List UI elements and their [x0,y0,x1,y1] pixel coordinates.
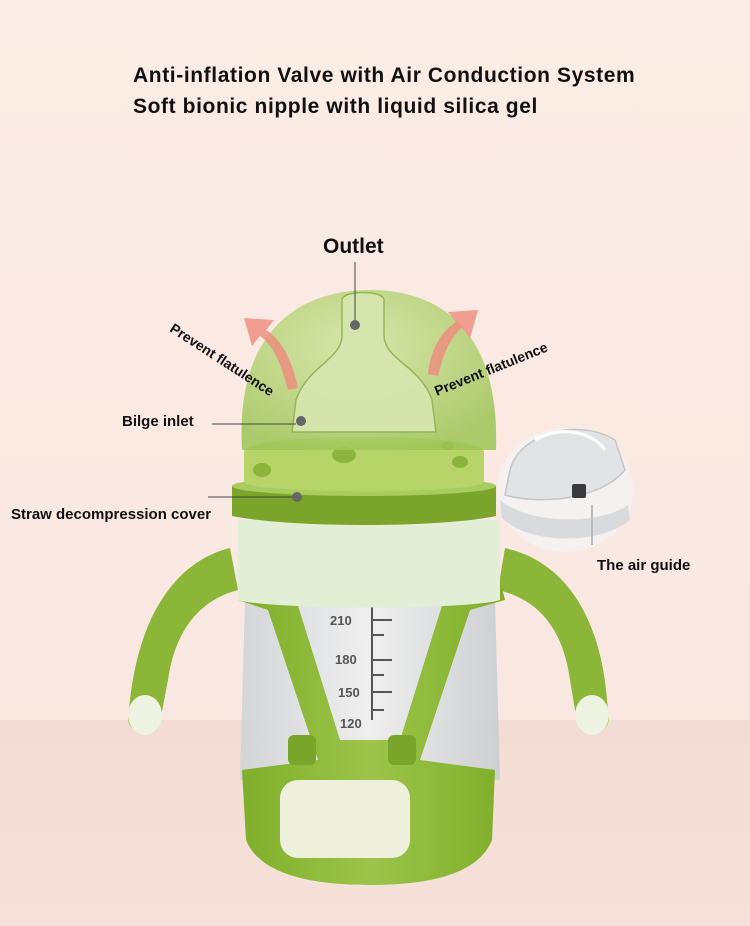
headline-line-1: Anti-inflation Valve with Air Conduction… [133,64,636,87]
straw-dot [292,492,302,502]
headline-line-2: Soft bionic nipple with liquid silica ge… [133,95,538,118]
left-handle [128,548,238,735]
outlet-label: Outlet [323,235,384,258]
bilge-inlet-label: Bilge inlet [122,413,194,430]
nipple-collar [244,437,484,491]
scale-mark: 210 [330,613,352,628]
volume-scale: 210 180 150 120 [330,600,392,731]
scale-mark: 120 [340,716,362,731]
scale-mark: 180 [335,652,357,667]
silicone-sleeve [238,580,505,885]
right-handle [498,548,609,735]
bottle-collar [238,520,500,608]
air-guide-label: The air guide [597,557,691,574]
vent-arrow-left [244,318,298,390]
outlet-dot [350,320,360,330]
straw-decompression-cover-label: Straw decompression cover [11,506,212,523]
air-guide-detail [497,428,633,552]
scale-mark: 150 [338,685,360,700]
nipple [291,291,437,433]
sleeve-label-patch [280,780,410,858]
vent-arrow-right [428,310,478,376]
bilge-dot [296,416,306,426]
